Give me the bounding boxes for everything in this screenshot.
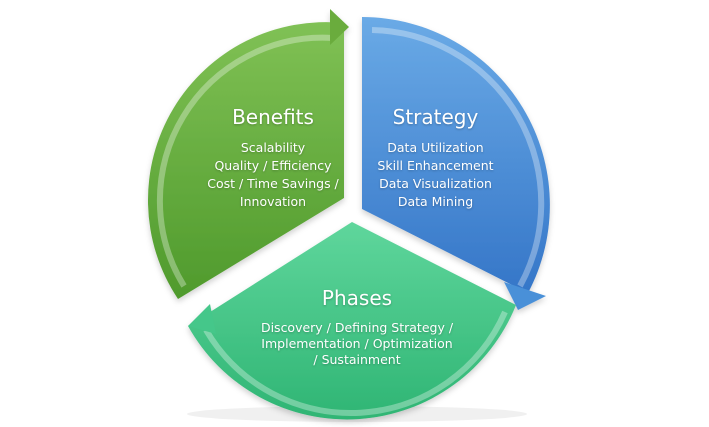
benefits-text: Benefits Scalability Quality / Efficienc… <box>193 105 353 211</box>
phases-segment <box>188 222 516 420</box>
phases-item: Implementation / Optimization <box>261 336 453 351</box>
strategy-item: Data Mining <box>397 194 474 209</box>
strategy-item: Data Utilization <box>387 140 484 155</box>
benefits-item: Scalability <box>240 140 306 155</box>
benefits-segment <box>147 9 349 299</box>
benefits-item: Cost / Time Savings / <box>207 176 339 191</box>
strategy-item: Skill Enhancement <box>377 158 494 173</box>
benefits-arrow-icon <box>330 9 349 45</box>
strategy-arrow-icon <box>504 282 546 310</box>
benefits-item: Quality / Efficiency <box>214 158 332 173</box>
strategy-title: Strategy <box>392 105 479 129</box>
benefits-title: Benefits <box>232 105 314 129</box>
phases-text: Phases Discovery / Defining Strategy / I… <box>222 286 492 368</box>
strategy-text: Strategy Data Utilization Skill Enhancem… <box>353 105 518 211</box>
phases-arrow-icon <box>188 304 216 334</box>
benefits-item: Innovation <box>239 194 307 209</box>
strategy-segment <box>362 17 550 310</box>
phases-item: Discovery / Defining Strategy / <box>260 320 454 335</box>
phases-item: / Sustainment <box>313 352 401 367</box>
phases-title: Phases <box>321 286 393 310</box>
strategy-item: Data Visualization <box>379 176 492 191</box>
